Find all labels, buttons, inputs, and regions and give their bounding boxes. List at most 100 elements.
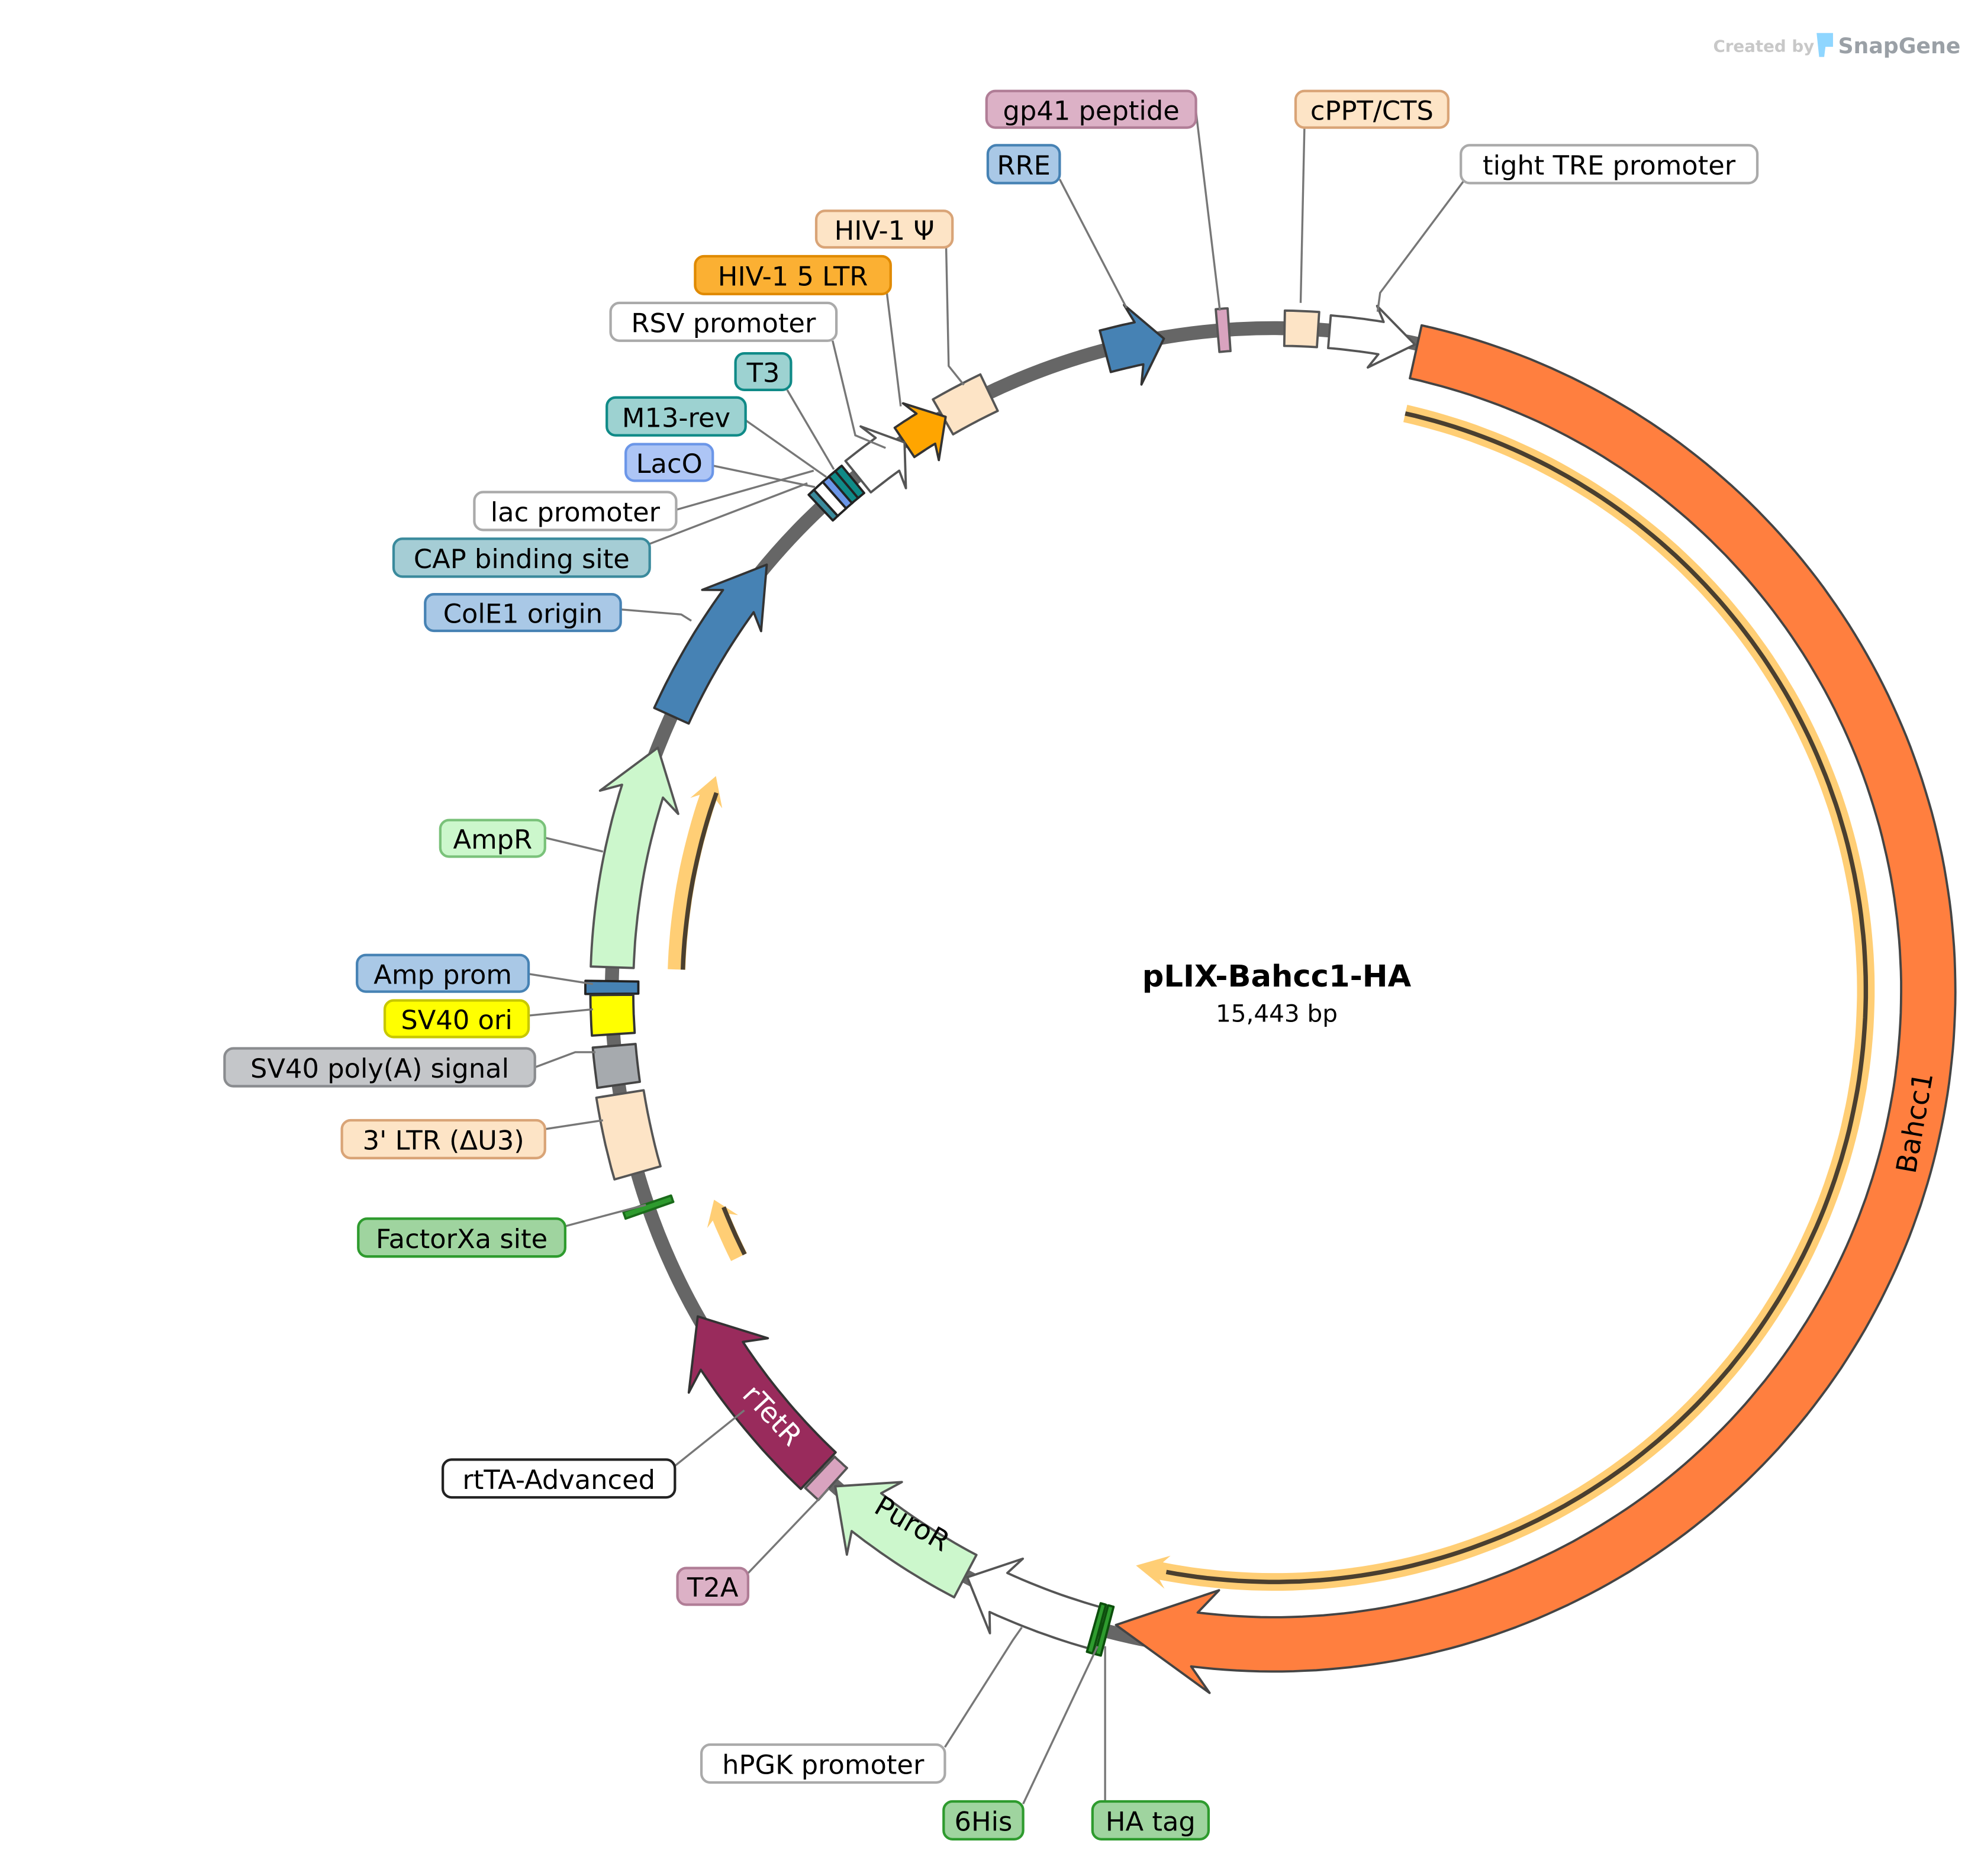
- feature-label-psi[interactable]: HIV-1 Ψ: [814, 209, 954, 249]
- sv40pa-leader-line: [534, 1051, 596, 1069]
- rre-feature[interactable]: [1099, 304, 1165, 386]
- psi-leader-line: [945, 247, 965, 386]
- feature-label-lacp[interactable]: lac promoter: [473, 491, 678, 531]
- rtta-leader-line: [674, 1409, 745, 1467]
- cole1-origin-feature[interactable]: [653, 563, 768, 725]
- tight-tre-promoter-feature[interactable]: [1327, 305, 1416, 369]
- tre-leader-line: [1376, 177, 1467, 312]
- feature-label-cap[interactable]: CAP binding site: [392, 537, 651, 578]
- t2a-feature[interactable]: [804, 1455, 848, 1501]
- feature-label-fxa[interactable]: FactorXa site: [357, 1217, 567, 1258]
- snapgene-logo-icon: [1816, 33, 1833, 57]
- t2a-label-text: T2A: [687, 1572, 739, 1603]
- ampprom-label-box: [356, 953, 530, 993]
- feature-label-cppt[interactable]: cPPT/CTS: [1294, 89, 1450, 129]
- ampprom-leader-line: [528, 973, 594, 985]
- feature-label-laco[interactable]: LacO: [624, 443, 714, 482]
- rtetr-feature[interactable]: [687, 1315, 837, 1490]
- cole1-label-text: ColE1 origin: [443, 598, 603, 630]
- plasmid-size: 15,443 bp: [1216, 1000, 1338, 1028]
- gp41-peptide-feature[interactable]: [1215, 307, 1232, 353]
- ltr3-label-box: [340, 1118, 546, 1160]
- fxa-label-box: [357, 1217, 567, 1258]
- ltr5-label-text: HIV-1 5 LTR: [718, 261, 868, 292]
- feature-label-rsv[interactable]: RSV promoter: [609, 301, 838, 342]
- m13-leader-line: [745, 419, 827, 478]
- sv40-polya-feature[interactable]: [591, 1043, 641, 1090]
- m13-label-text: M13-rev: [622, 402, 730, 433]
- gp41-label-text: gp41 peptide: [1003, 95, 1180, 126]
- hiv1-5ltr-feature[interactable]: [893, 402, 947, 462]
- ha-label-box: [1091, 1800, 1210, 1841]
- orf-arrow-line-1: [1165, 411, 1869, 1584]
- t3-label-box: [734, 352, 793, 392]
- cppt-label-box: [1294, 89, 1450, 129]
- ha-tag-feature[interactable]: [1086, 1602, 1107, 1655]
- lacp-label-box: [473, 491, 678, 531]
- feature-label-tre[interactable]: tight TRE promoter: [1460, 144, 1759, 185]
- t3-feature[interactable]: [834, 465, 865, 499]
- ampr-feature[interactable]: [590, 746, 679, 969]
- tre-label-text: tight TRE promoter: [1483, 150, 1736, 181]
- gp41-label-box: [985, 89, 1197, 129]
- ltr3-feature[interactable]: [595, 1089, 662, 1181]
- feature-label-ltr3[interactable]: 3' LTR (ΔU3): [340, 1118, 546, 1160]
- feature-label-m13[interactable]: M13-rev: [605, 396, 747, 437]
- feature-label-cole1[interactable]: ColE1 origin: [424, 593, 622, 633]
- feature-label-ha[interactable]: HA tag: [1091, 1800, 1210, 1841]
- plasmid-name: pLIX-Bahcc1-HA: [1142, 959, 1412, 994]
- lacp-leader-line: [675, 469, 814, 511]
- m13-label-box: [605, 396, 747, 437]
- rsv-promoter-feature[interactable]: [844, 425, 907, 494]
- ampr-label-text: AmpR: [453, 824, 532, 855]
- rre-leader-line: [1058, 179, 1128, 309]
- laco-label-box: [624, 443, 714, 482]
- hiv1-psi-feature[interactable]: [932, 373, 999, 436]
- t3-label-text: T3: [746, 357, 780, 389]
- orf-arrow-line-2: [681, 792, 719, 970]
- sv40ori-leader-line: [528, 1008, 593, 1017]
- lacp-label-text: lac promoter: [491, 497, 661, 528]
- feature-label-ampprom[interactable]: Amp prom: [356, 953, 530, 993]
- bahcc1-feature[interactable]: [1115, 324, 1957, 1694]
- fxa-leader-line: [565, 1204, 646, 1227]
- orf-arrow-small-2[interactable]: [707, 1200, 748, 1261]
- cppt-leader-line: [1299, 127, 1306, 303]
- watermark-brand: SnapGene: [1838, 33, 1960, 59]
- laco-leader-line: [712, 465, 816, 488]
- feature-label-gp41[interactable]: gp41 peptide: [985, 89, 1197, 129]
- feature-label-t2a[interactable]: T2A: [676, 1566, 750, 1606]
- feature-label-his[interactable]: 6His: [942, 1800, 1025, 1841]
- 6his-feature[interactable]: [1094, 1604, 1115, 1657]
- cole1-label-box: [424, 593, 622, 633]
- his-label-box: [942, 1800, 1025, 1841]
- feature-label-hpgk[interactable]: hPGK promoter: [700, 1743, 946, 1784]
- ltr5-leader-line: [885, 292, 902, 407]
- feature-label-rtta[interactable]: rtTA-Advanced: [441, 1458, 677, 1499]
- rtta-label-box: [441, 1458, 677, 1499]
- hpgk-promoter-feature[interactable]: [966, 1557, 1101, 1649]
- hpgk-leader-line: [943, 1626, 1023, 1748]
- ha-label-text: HA tag: [1106, 1806, 1196, 1838]
- sv40ori-label-box: [383, 999, 530, 1039]
- feature-label-rre[interactable]: RRE: [986, 144, 1061, 185]
- ampr-label-box: [439, 818, 546, 858]
- feature-label-ltr5[interactable]: HIV-1 5 LTR: [694, 254, 892, 296]
- his-label-text: 6His: [954, 1806, 1012, 1838]
- cole1-leader-line: [620, 608, 692, 622]
- puror-feature[interactable]: [834, 1481, 978, 1599]
- rtta-label-text: rtTA-Advanced: [462, 1464, 655, 1495]
- cap-label-box: [392, 537, 651, 578]
- feature-label-t3[interactable]: T3: [734, 352, 793, 392]
- amp-prom-feature[interactable]: [584, 979, 640, 995]
- ampprom-label-text: Amp prom: [373, 959, 512, 990]
- hpgk-label-box: [700, 1743, 946, 1784]
- rre-label-text: RRE: [997, 150, 1050, 181]
- sv40-ori-feature[interactable]: [589, 993, 636, 1037]
- cppt-label-text: cPPT/CTS: [1310, 95, 1434, 126]
- factorxa-site-feature[interactable]: [622, 1194, 675, 1220]
- cppt-cts-feature[interactable]: [1283, 309, 1320, 349]
- feature-label-sv40pa[interactable]: SV40 poly(A) signal: [223, 1047, 536, 1088]
- feature-label-ampr[interactable]: AmpR: [439, 818, 546, 858]
- feature-label-sv40ori[interactable]: SV40 ori: [383, 999, 530, 1039]
